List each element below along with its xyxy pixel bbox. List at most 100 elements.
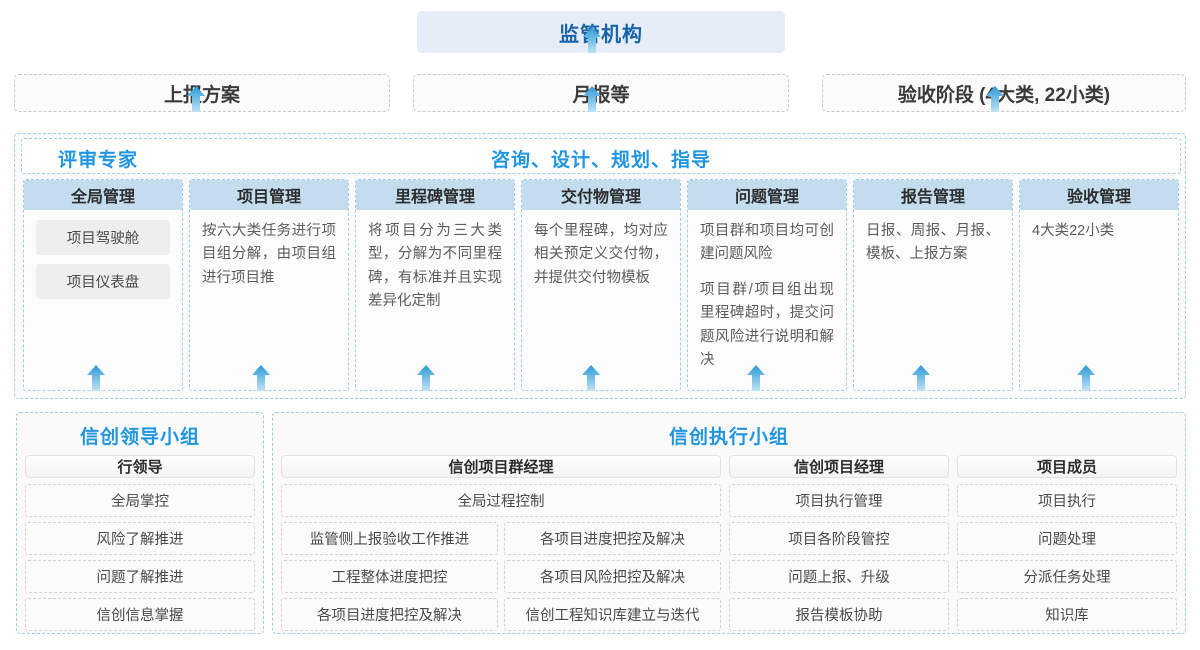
regulator-label: 监管机构: [559, 23, 643, 46]
role-items: 全局掌控风险了解推进问题了解推进信创信息掌握: [25, 484, 255, 631]
management-column-body: 项目驾驶舱项目仪表盘: [24, 210, 182, 390]
arrow-up-icon-to-management: [582, 365, 600, 391]
management-panel: 评审专家 咨询、设计、规划、指导 全局管理项目驾驶舱项目仪表盘项目管理按六大类任…: [14, 133, 1186, 399]
management-column-body: 将项目分为三大类型，分解为不同里程碑，有标准并且实现差异化定制: [356, 210, 514, 390]
role-column: 行领导全局掌控风险了解推进问题了解推进信创信息掌握: [25, 455, 255, 631]
role-item[interactable]: 问题上报、升级: [729, 560, 949, 593]
role-item[interactable]: 分派任务处理: [957, 560, 1177, 593]
management-column-body: 4大类22小类: [1020, 210, 1178, 390]
role-row: 各项目进度把控及解决信创工程知识库建立与迭代: [281, 598, 721, 631]
role-item[interactable]: 知识库: [957, 598, 1177, 631]
role-item[interactable]: 全局过程控制: [281, 484, 721, 517]
management-column-body: 按六大类任务进行项目组分解，由项目组进行项目推: [190, 210, 348, 390]
role-item[interactable]: 问题处理: [957, 522, 1177, 555]
management-column: 全局管理项目驾驶舱项目仪表盘: [23, 179, 183, 391]
panel-header-review-experts: 评审专家: [58, 150, 139, 171]
role-title: 项目成员: [957, 455, 1177, 478]
management-column-description: 日报、周报、月报、模板、上报方案: [866, 223, 1000, 263]
management-chip[interactable]: 项目驾驶舱: [36, 220, 170, 255]
management-column: 问题管理项目群和项目均可创建问题风险项目群/项目组出现里程碑超时，提交问题风险进…: [687, 179, 847, 391]
arrow-up-icon-to-management: [1077, 365, 1095, 391]
panel-header: 评审专家 咨询、设计、规划、指导: [21, 138, 1181, 174]
role-item[interactable]: 信创信息掌握: [25, 598, 255, 631]
management-column-title: 交付物管理: [522, 180, 680, 210]
team-lead-group: 信创领导小组行领导全局掌控风险了解推进问题了解推进信创信息掌握: [16, 412, 264, 634]
role-title: 信创项目群经理: [281, 455, 721, 478]
role-column: 信创项目经理项目执行管理项目各阶段管控问题上报、升级报告模板协助: [729, 455, 949, 631]
role-row: 项目执行管理: [729, 484, 949, 517]
role-row: 全局过程控制: [281, 484, 721, 517]
role-item[interactable]: 监管侧上报验收工作推进: [281, 522, 498, 555]
arrow-up-icon-to-regulator: [583, 27, 601, 53]
role-row: 监管侧上报验收工作推进各项目进度把控及解决: [281, 522, 721, 555]
role-row: 问题了解推进: [25, 560, 255, 593]
role-row: 全局掌控: [25, 484, 255, 517]
role-item[interactable]: 全局掌控: [25, 484, 255, 517]
role-title: 行领导: [25, 455, 255, 478]
report-box-label: 月报等: [572, 84, 630, 106]
role-item[interactable]: 各项目风险把控及解决: [504, 560, 721, 593]
team-title: 信创领导小组: [79, 427, 200, 448]
management-column-title: 验收管理: [1020, 180, 1178, 210]
arrow-up-icon-to-report: [187, 86, 205, 112]
management-column-title: 项目管理: [190, 180, 348, 210]
management-column-title: 问题管理: [688, 180, 846, 210]
role-item[interactable]: 各项目进度把控及解决: [281, 598, 498, 631]
management-column-description: 项目群/项目组出现里程碑超时，提交问题风险进行说明和解决: [700, 281, 834, 369]
management-column-body: 日报、周报、月报、模板、上报方案: [854, 210, 1012, 390]
role-item[interactable]: 项目各阶段管控: [729, 522, 949, 555]
management-chip[interactable]: 项目仪表盘: [36, 264, 170, 299]
role-columns: 信创项目群经理全局过程控制监管侧上报验收工作推进各项目进度把控及解决工程整体进度…: [281, 455, 1177, 631]
panel-header-consulting: 咨询、设计、规划、指导: [490, 150, 711, 171]
management-column-body: 每个里程碑，均对应相关预定义交付物，并提供交付物模板: [522, 210, 680, 390]
teams-row: 信创领导小组行领导全局掌控风险了解推进问题了解推进信创信息掌握信创执行小组信创项…: [0, 412, 1200, 638]
management-column-body: 项目群和项目均可创建问题风险项目群/项目组出现里程碑超时，提交问题风险进行说明和…: [688, 210, 846, 390]
role-item[interactable]: 项目执行管理: [729, 484, 949, 517]
management-column-title: 全局管理: [24, 180, 182, 210]
role-row: 风险了解推进: [25, 522, 255, 555]
role-row: 报告模板协助: [729, 598, 949, 631]
regulator-box: 监管机构: [417, 11, 785, 53]
role-item[interactable]: 报告模板协助: [729, 598, 949, 631]
management-column-description: 4大类22小类: [1032, 223, 1115, 239]
arrow-up-icon-to-report: [986, 86, 1004, 112]
management-column: 交付物管理每个里程碑，均对应相关预定义交付物，并提供交付物模板: [521, 179, 681, 391]
management-columns: 全局管理项目驾驶舱项目仪表盘项目管理按六大类任务进行项目组分解，由项目组进行项目…: [23, 179, 1179, 391]
role-column: 信创项目群经理全局过程控制监管侧上报验收工作推进各项目进度把控及解决工程整体进度…: [281, 455, 721, 631]
management-column: 报告管理日报、周报、月报、模板、上报方案: [853, 179, 1013, 391]
report-box-acceptance-stage: 验收阶段 (4大类, 22小类): [822, 74, 1186, 112]
role-item[interactable]: 项目执行: [957, 484, 1177, 517]
arrow-up-icon-to-report: [583, 86, 601, 112]
management-column-description: 按六大类任务进行项目组分解，由项目组进行项目推: [202, 223, 336, 286]
team-title: 信创执行小组: [668, 427, 789, 448]
arrow-up-icon-to-management: [912, 365, 930, 391]
role-title: 信创项目经理: [729, 455, 949, 478]
role-item[interactable]: 信创工程知识库建立与迭代: [504, 598, 721, 631]
team-exec-group: 信创执行小组信创项目群经理全局过程控制监管侧上报验收工作推进各项目进度把控及解决…: [272, 412, 1186, 634]
management-column-title: 报告管理: [854, 180, 1012, 210]
management-column-description: 项目群和项目均可创建问题风险: [700, 223, 834, 263]
management-column: 验收管理 4大类22小类: [1019, 179, 1179, 391]
role-row: 问题上报、升级: [729, 560, 949, 593]
role-item[interactable]: 工程整体进度把控: [281, 560, 498, 593]
role-row: 问题处理: [957, 522, 1177, 555]
role-items: 全局过程控制监管侧上报验收工作推进各项目进度把控及解决工程整体进度把控各项目风险…: [281, 484, 721, 631]
role-item[interactable]: 风险了解推进: [25, 522, 255, 555]
report-box-monthly-report: 月报等: [413, 74, 789, 112]
role-items: 项目执行问题处理分派任务处理知识库: [957, 484, 1177, 631]
management-column-title: 里程碑管理: [356, 180, 514, 210]
role-item[interactable]: 各项目进度把控及解决: [504, 522, 721, 555]
management-column: 里程碑管理将项目分为三大类型，分解为不同里程碑，有标准并且实现差异化定制: [355, 179, 515, 391]
role-items: 项目执行管理项目各阶段管控问题上报、升级报告模板协助: [729, 484, 949, 631]
role-row: 信创信息掌握: [25, 598, 255, 631]
role-row: 工程整体进度把控各项目风险把控及解决: [281, 560, 721, 593]
arrow-up-icon-to-management: [252, 365, 270, 391]
management-column: 项目管理按六大类任务进行项目组分解，由项目组进行项目推: [189, 179, 349, 391]
role-row: 项目执行: [957, 484, 1177, 517]
role-item[interactable]: 问题了解推进: [25, 560, 255, 593]
report-box-label: 验收阶段 (4大类, 22小类): [897, 84, 1111, 106]
role-columns: 行领导全局掌控风险了解推进问题了解推进信创信息掌握: [25, 455, 255, 631]
arrow-up-icon-to-management: [87, 365, 105, 391]
arrow-up-icon-to-management: [417, 365, 435, 391]
